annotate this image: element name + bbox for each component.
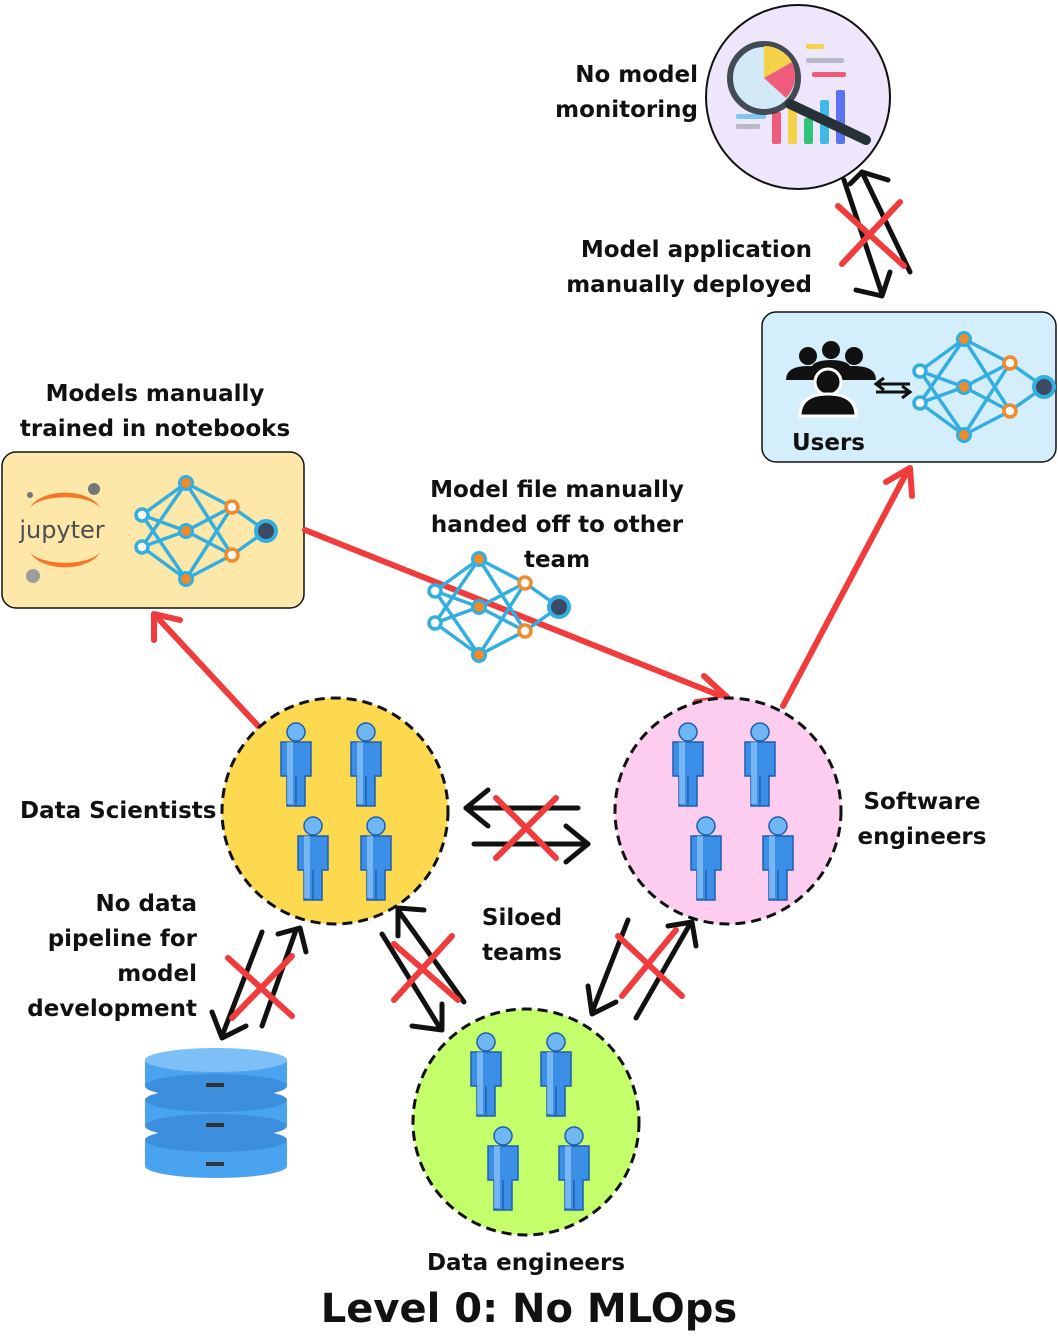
software-engineers-label: Software engineers (857, 789, 987, 850)
data-engineers-circle (411, 1007, 641, 1237)
red-x-icon (225, 953, 295, 1021)
users-label: Users (792, 430, 865, 456)
no-monitoring-label: No model monitoring (555, 62, 698, 123)
data-scientists-label: Data Scientists (20, 798, 217, 824)
siloed-label: Siloed teams (481, 905, 563, 966)
red-x-icon (835, 199, 907, 269)
blocked-arrow-scientists-database (209, 925, 309, 1041)
red-x-icon (391, 933, 461, 1003)
no-pipeline-label: No data pipeline for model development (27, 891, 197, 1022)
blocked-arrow-engineers-dataeng (585, 917, 699, 1021)
users-node (761, 311, 1057, 463)
red-x-marks (225, 199, 907, 1021)
blocked-arrow-monitoring-users (841, 169, 913, 299)
jupyter-logo-text: jupyter (18, 516, 104, 544)
monitoring-node (705, 4, 891, 190)
red-x-icon (615, 927, 685, 999)
monitoring-magnifier-icon (727, 41, 871, 145)
handoff-label: Model file manually handed off to other … (430, 477, 684, 573)
arrow-engineers-to-users (780, 467, 911, 709)
deployed-label: Model application manually deployed (566, 237, 812, 298)
trained-label: Models manually trained in notebooks (19, 381, 291, 442)
data-scientists-circle (220, 696, 450, 926)
arrowhead (883, 465, 915, 499)
users-group-icon (786, 341, 876, 418)
database-icon (145, 1048, 287, 1178)
red-x-icon (493, 795, 559, 861)
notebook-node: jupyter (1, 451, 305, 609)
software-engineers-circle (613, 696, 843, 926)
jupyter-logo-icon: jupyter (18, 483, 105, 583)
data-engineers-label: Data engineers (426, 1250, 626, 1276)
arrow-scientists-to-notebook (153, 613, 263, 731)
crossed-arrows (209, 169, 913, 1041)
blocked-arrow-scientists-engineers (463, 787, 591, 865)
page-title: Level 0: No MLOps (320, 1286, 738, 1332)
arrowhead (151, 611, 183, 643)
bidirectional-arrow-icon (873, 376, 913, 400)
